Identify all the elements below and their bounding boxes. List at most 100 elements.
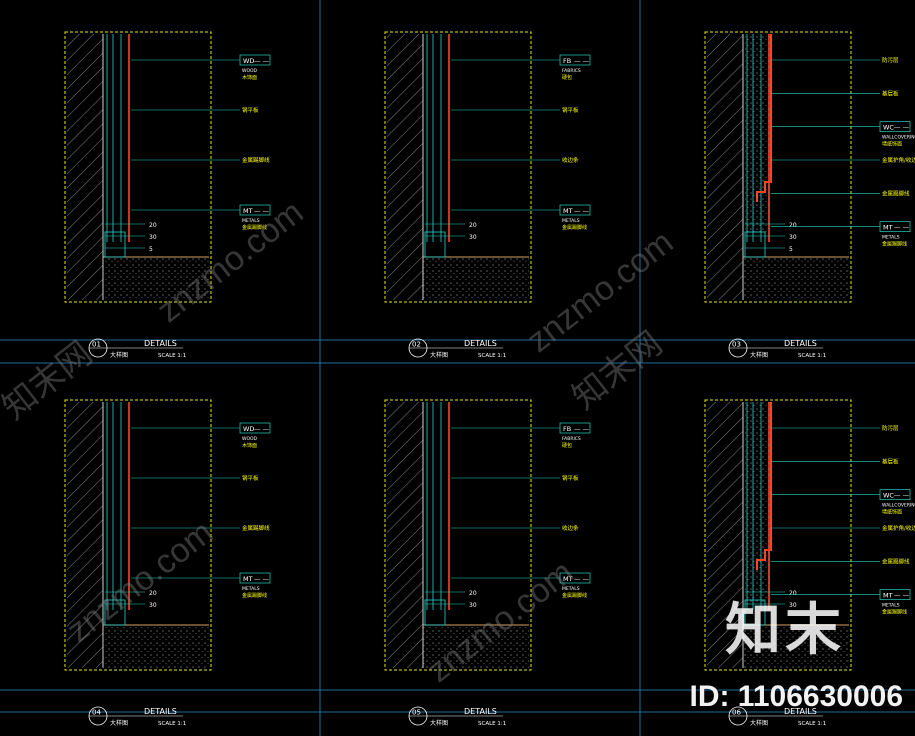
material-label-cn: 金属踢脚线 [242,592,267,599]
material-name: METALS [882,603,900,609]
material-tag-box [559,422,591,434]
dimension-value: 20 [149,222,157,229]
detail-subtitle: 大样图 [110,351,128,359]
detail-number: 04 [92,709,101,717]
floor-fill [743,625,849,668]
substrate-fill [745,402,771,602]
substrate-fill [745,34,771,234]
dimension-value: 20 [469,590,477,597]
dimension-value: 30 [789,234,797,241]
detail-subtitle: 大样图 [430,351,448,359]
material-code-dash: — — [894,124,910,132]
callout-label-cn: 防污层 [882,56,899,64]
detail-subtitle: 大样图 [750,351,768,359]
panel-boundary [64,399,212,671]
dimension-value: 20 [469,222,477,229]
material-code-dash: — — [254,575,270,583]
material-code-dash: — — [254,57,270,65]
material-code: MT [243,575,253,583]
wall-hatch [67,402,103,668]
material-code-dash: — — [254,425,270,433]
panel-boundary [384,399,532,671]
detail-number: 03 [732,341,741,349]
material-code-dash: — — [894,592,910,600]
material-code: FB [563,57,571,65]
detail-number: 05 [412,709,421,717]
material-code-dash: — — [574,425,590,433]
material-label-cn: 金属踢脚线 [562,592,587,599]
material-tag-box [879,489,911,501]
detail-scale: SCALE 1:1 [478,721,506,727]
material-code-dash: — — [894,492,910,500]
wall-hatch [707,402,743,668]
material-code: MT [243,207,253,215]
material-label-cn: 金属踢脚线 [242,224,267,231]
material-code: MT [883,592,893,600]
material-name: METALS [562,218,580,224]
material-tag-box [239,572,271,584]
material-label-cn: 金属踢脚线 [882,609,907,616]
material-label-cn: 墙纸饰面 [882,509,902,516]
material-label-cn: 金属踢脚线 [562,224,587,231]
material-name: WALLCOVERING [882,135,915,141]
detail-title: DETAILS [784,707,817,716]
callout-label-cn: 金属踢脚线 [242,156,270,164]
material-code-dash: — — [574,57,590,65]
material-label-cn: 木饰面 [242,74,257,81]
dimension-value: 5 [149,246,153,253]
material-tag-box [879,121,911,133]
material-label-cn: 墙纸饰面 [882,141,902,148]
callout-label-cn: 钢平板 [242,474,259,482]
metal-trim-profile [756,402,772,570]
material-name: METALS [242,586,260,592]
material-tag-box [239,204,271,216]
material-code: WC [883,492,894,500]
dimension-value: 30 [469,234,477,241]
callout-label-cn: 基层板 [882,457,899,465]
detail-number: 06 [732,709,741,717]
detail-number: 01 [92,341,101,349]
detail-scale: SCALE 1:1 [158,353,186,359]
callout-label-cn: 金属踢脚线 [882,189,910,197]
detail-scale: SCALE 1:1 [798,353,826,359]
material-name: FABRICS [562,68,581,74]
detail-subtitle: 大样图 [750,719,768,727]
detail-subtitle: 大样图 [110,719,128,727]
dimension-value: 30 [149,602,157,609]
skirting-base [424,599,446,626]
panel-boundary [704,399,852,671]
detail-title: DETAILS [784,339,817,348]
material-code: WC [883,124,894,132]
callout-label-cn: 钢平板 [242,106,259,114]
material-label-cn: 硬包 [562,74,572,81]
callout-label-cn: 防污层 [882,424,899,432]
detail-scale: SCALE 1:1 [798,721,826,727]
dimension-value: 30 [149,234,157,241]
skirting-base [424,231,446,258]
skirting-base [104,231,126,258]
detail-number: 02 [412,341,421,349]
material-name: METALS [562,586,580,592]
callout-label-cn: 金属护角/收边 [882,524,915,532]
metal-trim-profile [756,34,772,202]
material-tag-box [239,422,271,434]
material-tag-box [879,589,911,601]
material-name: FABRICS [562,436,581,442]
dimension-value: 5 [789,246,793,253]
detail-title: DETAILS [144,707,177,716]
floor-fill [103,625,209,668]
material-code: MT [883,224,893,232]
material-tag-box [879,221,911,233]
callout-label-cn: 基层板 [882,89,899,97]
material-name: WOOD [242,436,258,442]
dimension-value: 20 [789,590,797,597]
skirting-base [744,231,766,258]
wall-hatch [707,34,743,300]
material-label-cn: 硬包 [562,442,572,449]
